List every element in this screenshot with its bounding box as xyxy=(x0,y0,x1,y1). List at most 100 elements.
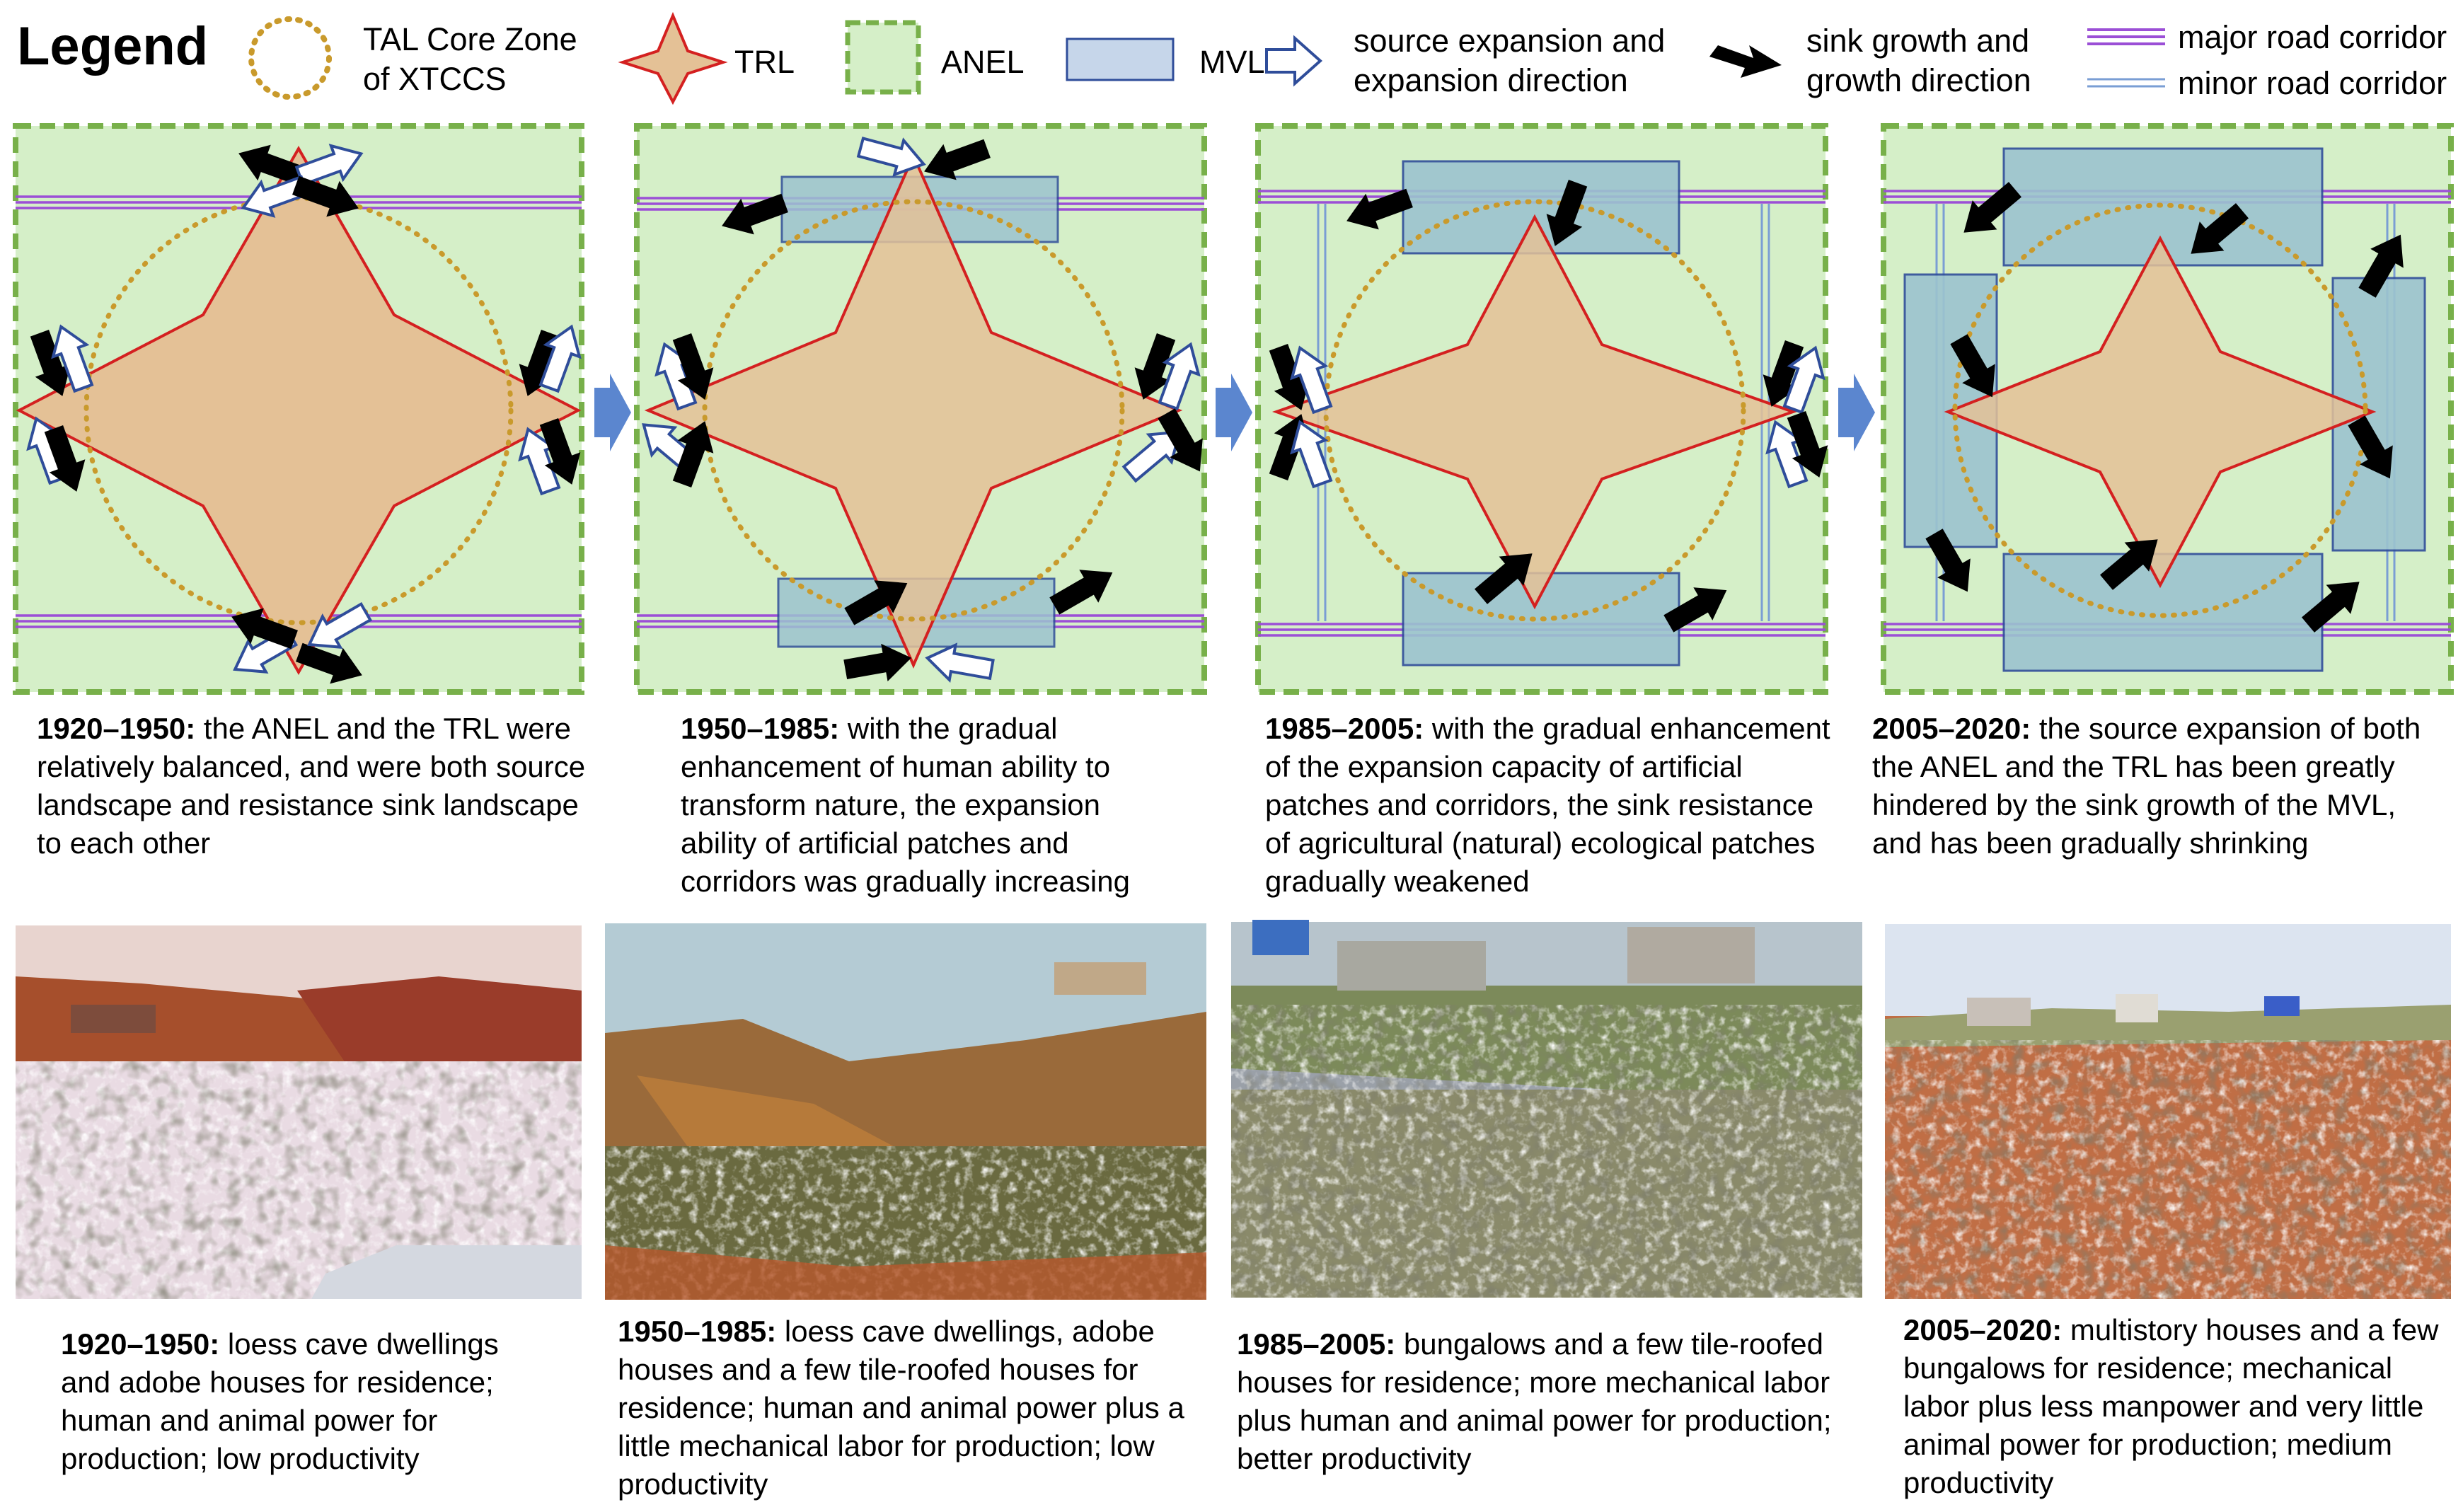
sink-arrow-icon xyxy=(2191,203,2249,254)
dotted-circle-icon xyxy=(248,16,332,100)
source-arrow-icon xyxy=(307,602,373,649)
photo-description: multistory houses and a few bungalows fo… xyxy=(1903,1313,2439,1499)
panel-period: 2005–2020: xyxy=(1872,712,2031,745)
panel-4 xyxy=(1881,123,2454,695)
photo-3 xyxy=(1231,920,1862,1298)
photo-period: 1950–1985: xyxy=(618,1315,777,1348)
sink-arrow-icon xyxy=(1950,334,1995,398)
black-arrow-icon xyxy=(1709,45,1782,78)
photo-caption-1: 1920–1950: loess cave dwellings and adob… xyxy=(61,1325,556,1478)
core-zone-circle xyxy=(1952,202,2368,618)
sink-arrow-icon xyxy=(843,643,912,681)
panel-2 xyxy=(634,123,1207,695)
source-arrow-icon xyxy=(1290,345,1333,415)
source-arrow-icon xyxy=(1782,345,1825,415)
sink-arrow-icon xyxy=(539,418,581,485)
dashed-green-square-icon xyxy=(845,20,921,95)
legend-label-minor-road: minor road corridor xyxy=(2178,65,2447,101)
trl-star xyxy=(644,152,1183,669)
legend-label-anel: ANEL xyxy=(941,44,1025,80)
panel-description: the source expansion of both the ANEL an… xyxy=(1872,712,2421,860)
sink-arrow-icon xyxy=(292,175,359,217)
legend-label-core-zone: TAL Core Zone of XTCCS xyxy=(363,21,577,97)
panel-caption-4: 2005–2020: the source expansion of both … xyxy=(1872,710,2438,862)
trl-star xyxy=(1271,214,1798,610)
sink-arrow-icon xyxy=(1134,333,1176,400)
photo-2 xyxy=(605,923,1206,1300)
photo-4 xyxy=(1885,924,2451,1299)
legend-label-mvl: MVL xyxy=(1199,44,1265,80)
photo-caption-2: 1950–1985: loess cave dwellings, adobe h… xyxy=(618,1312,1205,1504)
star-icon xyxy=(618,11,728,105)
trl-star xyxy=(16,145,582,676)
sink-arrow-icon xyxy=(1925,529,1971,592)
panel-caption-1: 1920–1950: the ANEL and the TRL were rel… xyxy=(37,710,589,862)
photo-description: bungalows and a few tile-roofed houses f… xyxy=(1237,1327,1832,1475)
sink-arrow-icon xyxy=(30,330,71,396)
photo-caption-3: 1985–2005: bungalows and a few tile-roof… xyxy=(1237,1325,1859,1478)
core-zone-circle xyxy=(1323,199,1746,622)
photo-period: 1985–2005: xyxy=(1237,1327,1396,1361)
sink-arrow-icon xyxy=(1474,553,1533,604)
sink-arrow-icon xyxy=(1963,182,2022,233)
panel-description: with the gradual enhancement of the expa… xyxy=(1265,712,1830,898)
sink-arrow-icon xyxy=(844,580,908,625)
sink-arrow-icon xyxy=(1546,180,1588,246)
panels-layer xyxy=(13,123,2454,695)
source-arrow-icon xyxy=(925,642,995,683)
panel-description: with the gradual enhancement of human ab… xyxy=(681,712,1130,898)
source-arrow-icon xyxy=(241,175,310,218)
panel-description: the ANEL and the TRL were relatively bal… xyxy=(37,712,586,860)
panel-period: 1920–1950: xyxy=(37,712,196,745)
hollow-arrow-icon xyxy=(1265,35,1323,87)
panel-3 xyxy=(1255,123,1828,695)
sink-arrow-icon xyxy=(1663,587,1727,633)
source-arrow-icon xyxy=(856,137,926,177)
sink-arrow-icon xyxy=(2348,415,2393,479)
photo-1 xyxy=(16,925,582,1299)
sink-arrow-icon xyxy=(1158,408,1203,472)
source-arrow-icon xyxy=(51,324,94,393)
legend-label-trl: TRL xyxy=(734,44,795,80)
sink-arrow-icon xyxy=(722,193,788,235)
legend-label-sink: sink growth and growth direction xyxy=(1806,23,2031,98)
sink-arrow-icon xyxy=(296,642,362,684)
step-arrows xyxy=(594,374,1875,451)
photo-caption-4: 2005–2020: multistory houses and a few b… xyxy=(1903,1311,2448,1502)
source-arrow-icon xyxy=(1290,420,1333,489)
sink-arrow-icon xyxy=(672,421,714,487)
sink-arrow-icon xyxy=(1787,411,1828,478)
photo-description: loess cave dwellings and adobe houses fo… xyxy=(61,1327,499,1475)
panel-caption-3: 1985–2005: with the gradual enhancement … xyxy=(1265,710,1845,901)
step-arrow-icon xyxy=(1216,374,1252,451)
legend-title: Legend xyxy=(17,16,209,76)
sink-arrow-icon xyxy=(1049,570,1113,615)
major-road-icon xyxy=(2087,28,2165,45)
source-arrow-icon xyxy=(1158,342,1201,411)
core-zone-circle xyxy=(702,199,1125,622)
sink-arrow-icon xyxy=(2099,539,2158,590)
step-arrow-icon xyxy=(594,374,631,451)
trl-star xyxy=(1944,235,2377,589)
legend-label-source: source expansion and expansion direction xyxy=(1354,23,1666,98)
panel-period: 1985–2005: xyxy=(1265,712,1424,745)
photo-period: 1920–1950: xyxy=(61,1327,220,1361)
sink-arrow-icon xyxy=(231,608,298,650)
sink-arrow-icon xyxy=(44,425,86,492)
panel-1 xyxy=(13,123,584,695)
photo-period: 2005–2020: xyxy=(1903,1313,2063,1346)
photo-description: loess cave dwellings, adobe houses and a… xyxy=(618,1315,1184,1501)
legend-icons xyxy=(248,11,2165,105)
blue-rectangle-icon xyxy=(1066,37,1175,81)
minor-road-icon xyxy=(2087,78,2165,88)
step-arrow-icon xyxy=(1838,374,1875,451)
source-arrow-icon xyxy=(538,324,582,393)
sink-arrow-icon xyxy=(2358,234,2404,298)
panel-period: 1950–1985: xyxy=(681,712,840,745)
legend-label-major-road: major road corridor xyxy=(2178,19,2447,55)
sink-arrow-icon xyxy=(924,139,991,180)
panel-caption-2: 1950–1985: with the gradual enhancement … xyxy=(681,710,1176,901)
sink-arrow-icon xyxy=(238,144,305,186)
sink-arrow-icon xyxy=(672,333,714,400)
